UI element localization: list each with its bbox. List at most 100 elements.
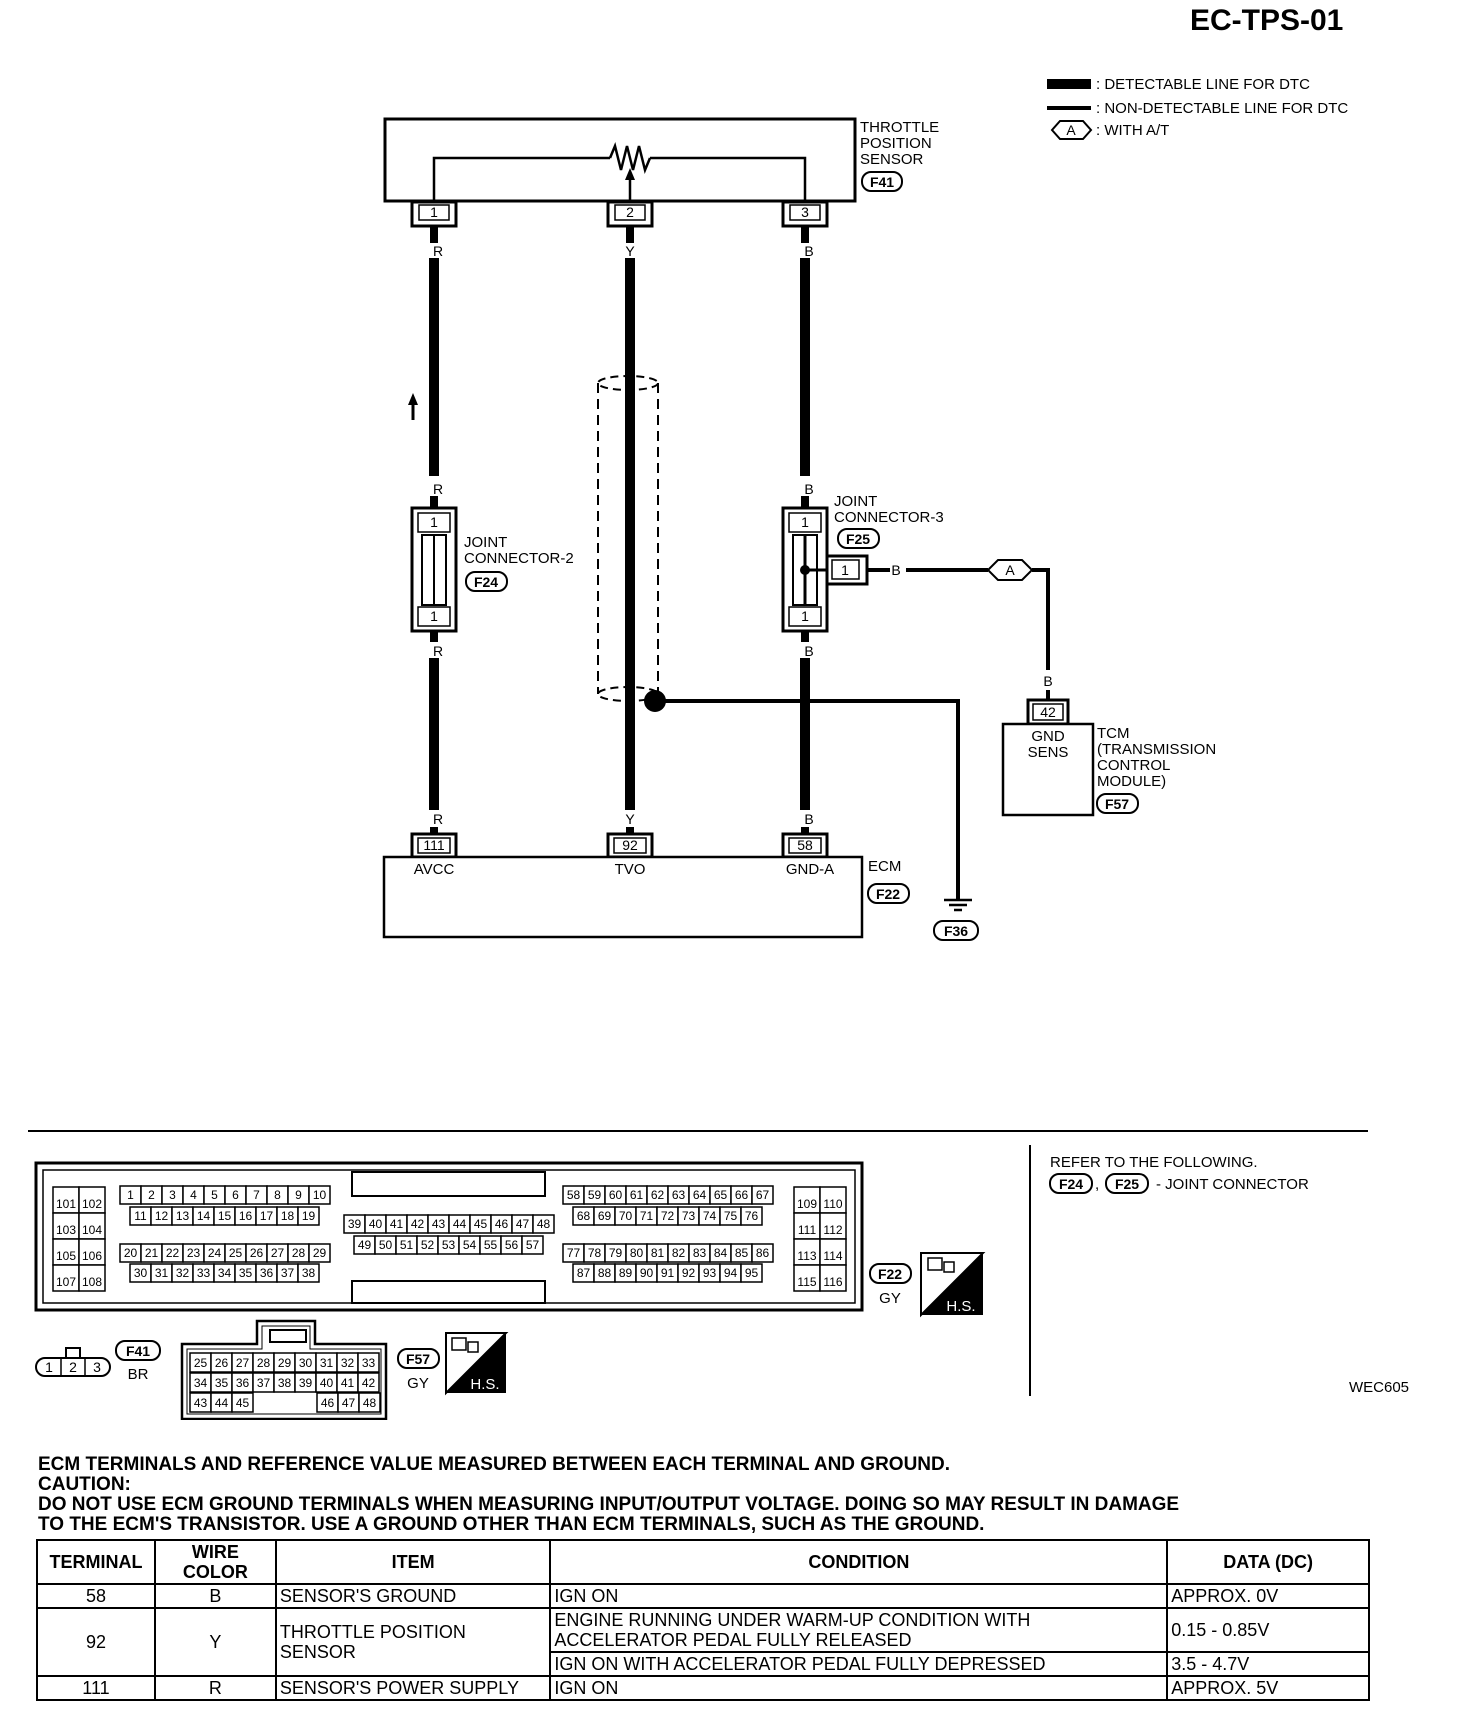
connector-tag-f25: [837, 528, 880, 549]
with-at-marker-letter: A: [1005, 562, 1015, 578]
pin-number: 13: [176, 1209, 190, 1223]
joint3-label-2: CONNECTOR-3: [834, 509, 944, 526]
pin-cell: [308, 1243, 331, 1263]
cell-item: SENSOR'S POWER SUPPLY: [274, 1675, 552, 1701]
f22-latch-bottom: [351, 1280, 546, 1304]
hs-terminal-icon: [467, 1341, 479, 1353]
pin-number: 65: [714, 1188, 728, 1202]
tps-label-3: SENSOR: [860, 151, 924, 168]
pin-number: 94: [724, 1266, 738, 1280]
pin-number: 45: [474, 1217, 488, 1231]
pin-cell: [751, 1243, 774, 1263]
shield: [597, 375, 666, 712]
ecm-terminal-table: TERMINAL WIRE COLOR ITEM CONDITION DATA …: [36, 1539, 1370, 1701]
pin-cell: [52, 1264, 80, 1292]
cell-data: 3.5 - 4.7V: [1166, 1651, 1370, 1677]
pin-number: 48: [363, 1396, 377, 1410]
hs-terminal-icon: [927, 1257, 943, 1271]
pin-number: 77: [567, 1246, 581, 1260]
pin-number: 111: [798, 1223, 817, 1237]
connector-code-f22: F22: [876, 886, 900, 902]
joint2-pin-bottom: 1: [430, 608, 438, 624]
cell-terminal: 92: [36, 1607, 156, 1677]
pin-number: 23: [187, 1246, 201, 1260]
notes-heading: ECM TERMINALS AND REFERENCE VALUE MEASUR…: [38, 1454, 951, 1475]
detectable-line-sample: [1047, 79, 1091, 89]
tps-label-2: POSITION: [860, 135, 932, 152]
tcm-label-2: (TRANSMISSION: [1097, 741, 1216, 758]
connector-code-f41: F41: [870, 174, 894, 190]
table-header-row: TERMINAL WIRE COLOR ITEM CONDITION DATA …: [36, 1539, 1370, 1585]
pin-number: 63: [672, 1188, 686, 1202]
pin-number: 87: [577, 1266, 591, 1280]
f41-lock-icon: [65, 1347, 81, 1359]
with-at-marker-icon: [986, 559, 1034, 581]
pin-cell: [297, 1263, 320, 1283]
pin-number: 4: [190, 1188, 197, 1202]
f57-color: GY: [407, 1375, 429, 1392]
pin-number: 73: [682, 1209, 696, 1223]
ecm-label: ECM: [868, 858, 901, 875]
pin-number: 17: [260, 1209, 274, 1223]
pin-number: 28: [257, 1356, 271, 1370]
header-item: ITEM: [274, 1539, 552, 1585]
pin-number: 107: [56, 1275, 76, 1289]
pin-number: 12: [155, 1209, 169, 1223]
pin-number: 88: [598, 1266, 612, 1280]
pin-number: 108: [82, 1275, 102, 1289]
connector-code-f36: F36: [944, 923, 968, 939]
pin-number: 25: [229, 1246, 243, 1260]
pin-number: 84: [714, 1246, 728, 1260]
ecm-terminal-avcc: AVCC: [414, 861, 455, 878]
pin-number: 14: [197, 1209, 211, 1223]
joint3-label-1: JOINT: [834, 493, 877, 510]
wire-color-label: B: [1043, 673, 1052, 689]
pin-number: 60: [609, 1188, 623, 1202]
cell-condition: IGN ON: [549, 1675, 1169, 1701]
pin-number: 55: [484, 1238, 498, 1252]
pin-number: 57: [526, 1238, 540, 1252]
pin-number: 109: [797, 1197, 817, 1211]
f57-code-tag: [397, 1348, 440, 1369]
connector-tag-f22: [867, 883, 910, 904]
tcm-label-4: MODULE): [1097, 773, 1166, 790]
pin-number: 50: [379, 1238, 393, 1252]
caution-text-2: TO THE ECM'S TRANSISTOR. USE A GROUND OT…: [38, 1514, 985, 1535]
cell-wire-color: R: [153, 1675, 277, 1701]
pin-number: 37: [281, 1266, 295, 1280]
pin-number: 47: [516, 1217, 530, 1231]
refer-separator: ,: [1095, 1176, 1099, 1193]
pin-number: 39: [348, 1217, 362, 1231]
f41-code-tag: [115, 1340, 161, 1361]
f41-pin-1: 1: [45, 1359, 53, 1375]
pin-number: 2: [148, 1188, 155, 1202]
wiring-diagram: EC-TPS-01 : DETECTABLE LINE FOR DTC : NO…: [28, 4, 1409, 1420]
pin-number: 86: [756, 1246, 770, 1260]
f22-code-tag: [869, 1263, 912, 1284]
f22-hs-badge: H.S.: [920, 1252, 986, 1318]
cell-terminal: 58: [36, 1583, 156, 1609]
pin-number: 22: [166, 1246, 180, 1260]
f22-code: F22: [878, 1266, 902, 1282]
f57-hs-badge: H.S.: [445, 1332, 509, 1396]
pin-number: 93: [703, 1266, 717, 1280]
wire-color-label: R: [433, 243, 443, 259]
tps-label-1: THROTTLE: [860, 119, 939, 136]
wire-color-label: B: [804, 811, 813, 827]
cell-wire-color: Y: [153, 1607, 277, 1677]
ecm-terminal-gnd-a: GND-A: [786, 861, 834, 878]
pin-cell: [740, 1263, 763, 1283]
pin-number: 54: [463, 1238, 477, 1252]
refer-tag-f25: [1105, 1173, 1149, 1194]
pin-number: 8: [274, 1188, 281, 1202]
header-condition: CONDITION: [549, 1539, 1169, 1585]
pin-number: 74: [703, 1209, 717, 1223]
cell-data: 0.15 - 0.85V: [1166, 1607, 1370, 1653]
cell-item: SENSOR'S GROUND: [274, 1583, 552, 1609]
pin-cell: [357, 1372, 380, 1393]
caution-title: CAUTION:: [38, 1474, 131, 1495]
tcm: 42 GND SENS TCM (TRANSMISSION CONTROL MO…: [1001, 698, 1216, 817]
pin-number: 79: [609, 1246, 623, 1260]
